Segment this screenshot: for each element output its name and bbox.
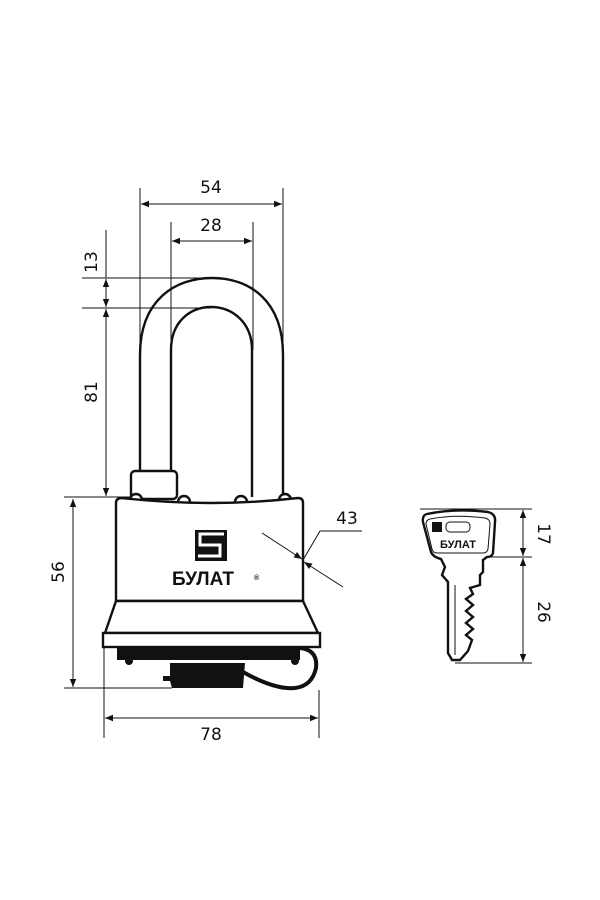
dim-54: 54 bbox=[139, 178, 284, 355]
dim-label: 13 bbox=[82, 251, 102, 273]
brand-logo: БУЛАТ ® bbox=[172, 530, 260, 590]
key-logo-mark bbox=[432, 522, 442, 532]
lock-body bbox=[101, 492, 322, 691]
dim-13-81: 13 81 bbox=[64, 230, 212, 498]
dim-28: 28 bbox=[170, 216, 254, 350]
dim-label: 78 bbox=[200, 725, 222, 745]
dim-43: 43 bbox=[261, 509, 362, 588]
dim-17-26: 17 26 bbox=[420, 508, 553, 664]
dim-78: 78 bbox=[103, 647, 320, 745]
dim-label: 26 bbox=[533, 601, 553, 623]
dim-label: 28 bbox=[200, 216, 222, 236]
dim-label: 81 bbox=[82, 381, 102, 403]
dim-label: 43 bbox=[336, 509, 358, 529]
registered-mark: ® bbox=[254, 574, 260, 582]
dim-56: 56 bbox=[49, 499, 172, 689]
brand-name: БУЛАТ bbox=[172, 569, 234, 590]
dim-label: 56 bbox=[49, 561, 69, 583]
key: БУЛАТ bbox=[421, 509, 497, 662]
key-brand-name: БУЛАТ bbox=[440, 539, 476, 551]
shackle-collar bbox=[129, 469, 179, 501]
dim-label: 54 bbox=[200, 178, 222, 198]
dim-label: 17 bbox=[533, 523, 553, 545]
shackle bbox=[129, 276, 285, 501]
